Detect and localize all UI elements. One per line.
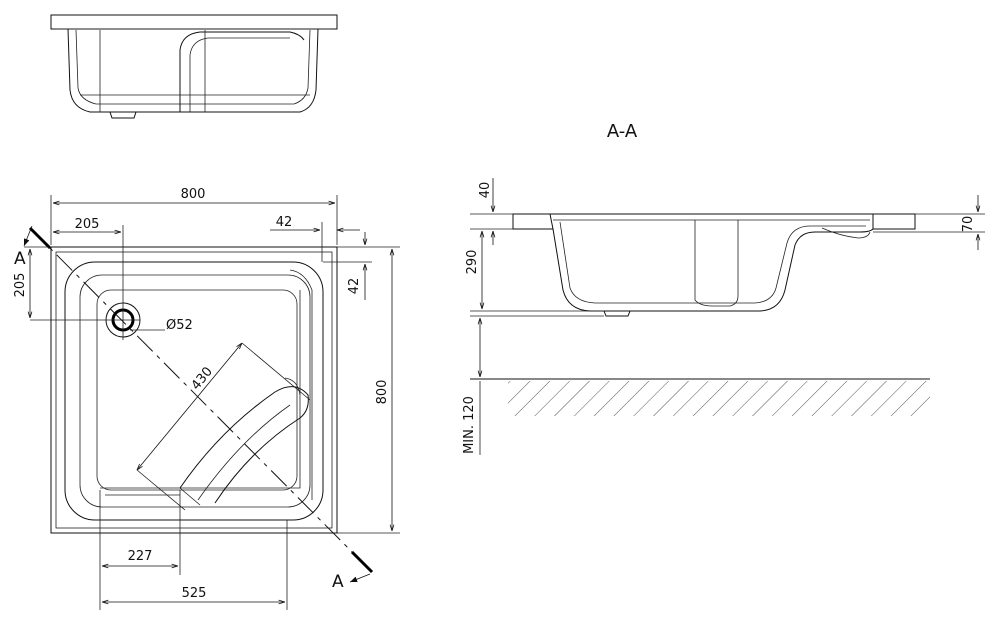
floor-hatching bbox=[470, 378, 930, 416]
dim-diagonal: 430 bbox=[189, 364, 216, 393]
section-view bbox=[512, 213, 916, 317]
dim-rim-right-vertical: 42 bbox=[347, 278, 362, 295]
dim-rim-thickness: 40 bbox=[478, 182, 493, 199]
dim-seat-outer: 525 bbox=[182, 586, 207, 601]
plan-dimensions bbox=[24, 195, 400, 610]
section-marker-bottom: A bbox=[332, 572, 344, 592]
dim-rim-right: 42 bbox=[276, 215, 293, 230]
dim-drain-offset-y: 205 bbox=[13, 273, 28, 298]
dim-seat-height: 70 bbox=[961, 216, 976, 233]
dim-drain-diameter: Ø52 bbox=[166, 318, 193, 333]
dim-width-top: 800 bbox=[181, 187, 206, 202]
plan-view bbox=[23, 225, 374, 583]
section-marker-top: A bbox=[14, 249, 26, 269]
dim-drain-offset-x: 205 bbox=[75, 217, 100, 232]
section-dimensions bbox=[470, 178, 985, 455]
dim-depth: 290 bbox=[465, 250, 480, 275]
dim-min-clearance: MIN. 120 bbox=[462, 396, 477, 454]
dim-height-right: 800 bbox=[375, 380, 390, 405]
section-title: A-A bbox=[607, 121, 638, 142]
side-elevation-view bbox=[50, 14, 338, 119]
dim-seat-inner: 227 bbox=[128, 549, 153, 564]
